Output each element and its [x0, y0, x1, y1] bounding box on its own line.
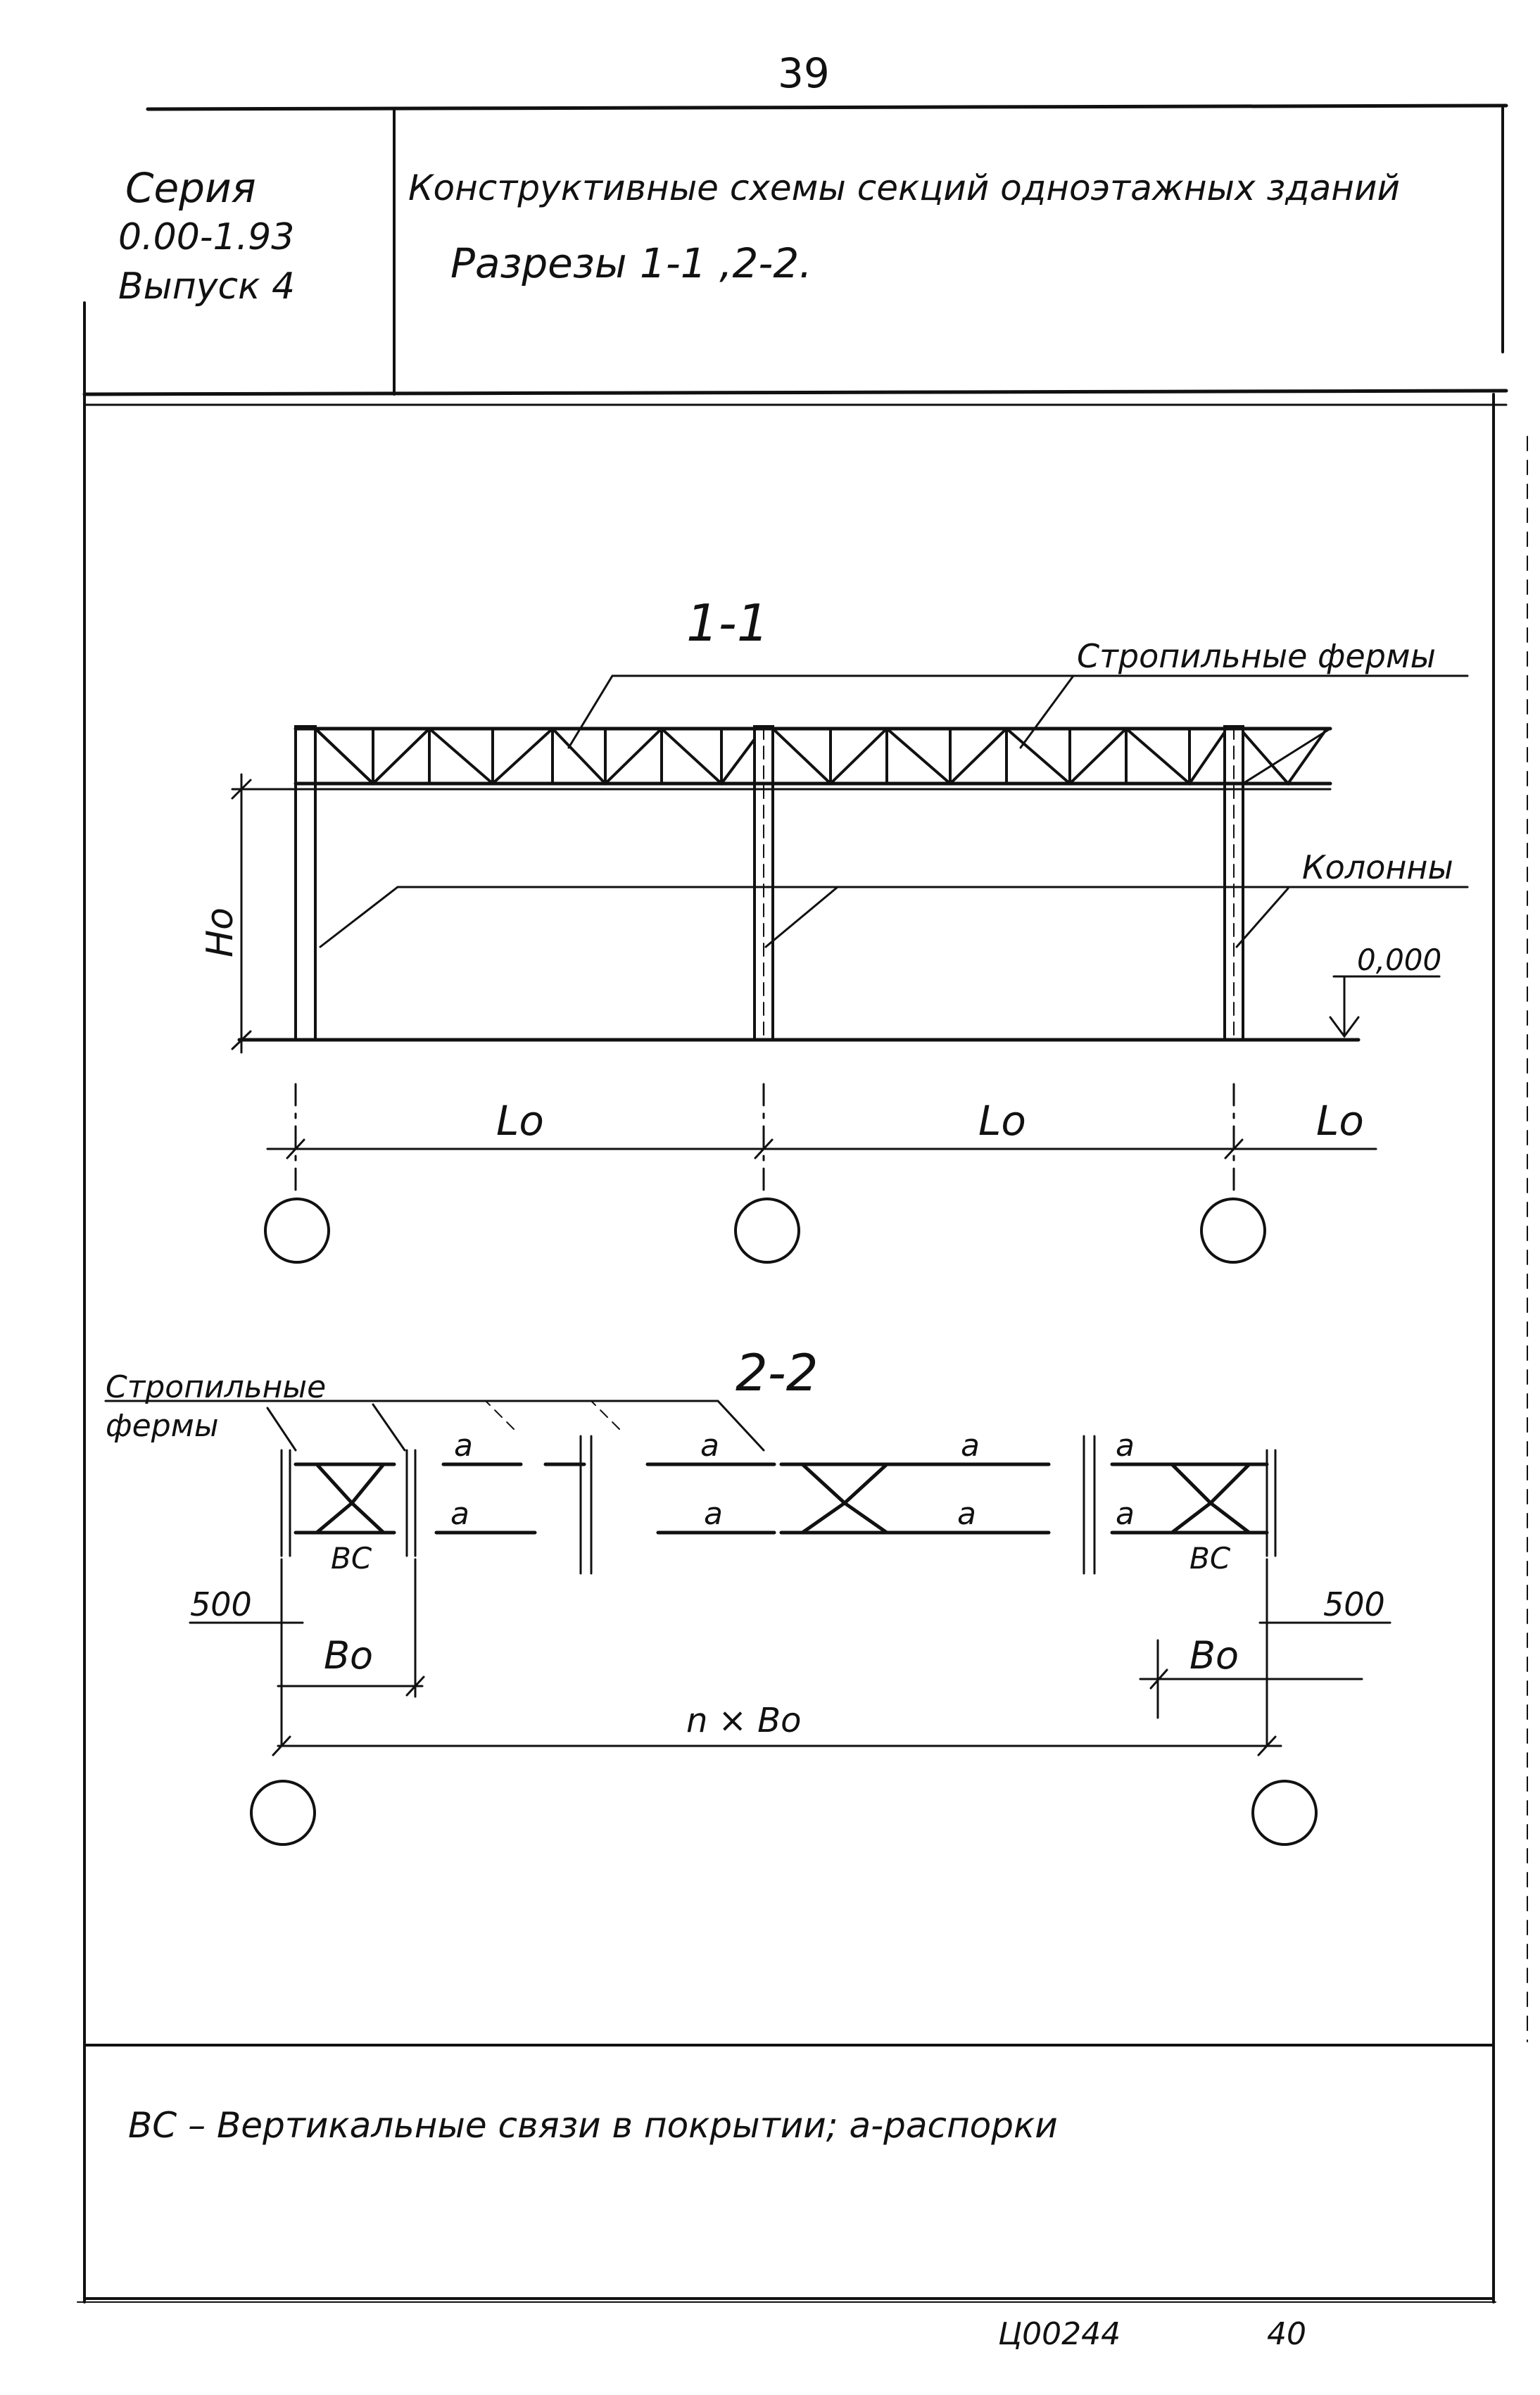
legend-note: ВС – Вертикальные связи в покрытии; а-ра… [128, 2105, 1058, 2146]
section-1-level-label: 0,000 [1357, 943, 1441, 977]
strut-label-1: a [454, 1428, 473, 1464]
offset-label-left: 500 [190, 1585, 252, 1623]
sheet-subtitle: Разрезы 1-1 ,2-2. [450, 239, 812, 287]
offset-label-right: 500 [1323, 1585, 1385, 1623]
section-1-height-label: Hо [199, 907, 241, 957]
total-label: n × Bо [686, 1701, 801, 1740]
strut-label-5: a [450, 1496, 469, 1532]
sheet-title: Конструктивные схемы секций одноэтажных … [408, 168, 1400, 208]
sheet-frame [77, 103, 1508, 2303]
section-1-label: 1-1 [686, 593, 769, 653]
section-1-span-2: Lо [978, 1097, 1026, 1145]
strut-label-8: a [1116, 1496, 1135, 1532]
series-issue: Выпуск 4 [118, 265, 296, 308]
series-label: Серия [125, 164, 256, 212]
strut-label-7: a [957, 1496, 976, 1532]
section-1-columns-label: Колонны [1302, 848, 1453, 886]
footer-code: Ц00244 [998, 2316, 1121, 2352]
strut-label-2: a [700, 1428, 719, 1464]
strut-label-4: a [1116, 1428, 1135, 1464]
bracing-label-1: ВС [331, 1541, 372, 1576]
series-code: 0.00-1.93 [118, 216, 295, 258]
strut-label-3: a [961, 1428, 980, 1464]
section-2-label: 2-2 [736, 1343, 819, 1402]
section-1-span-3: Lо [1316, 1097, 1364, 1145]
section-2-trusses-label-2: фермы [106, 1408, 219, 1444]
step-label-right: Bо [1189, 1633, 1239, 1678]
strut-label-6: a [704, 1496, 723, 1532]
section-2-trusses-label-1: Стропильные [106, 1369, 326, 1405]
section-2-2 [104, 1400, 1391, 1846]
footer-page: 40 [1267, 2316, 1306, 2352]
section-1-trusses-label: Стропильные фермы [1077, 637, 1436, 675]
section-1-1 [231, 674, 1469, 1264]
section-1-span-1: Lо [496, 1097, 544, 1145]
page-number: 39 [778, 49, 830, 97]
bracing-label-2: ВС [1189, 1541, 1231, 1576]
step-label-left: Bо [324, 1633, 373, 1678]
